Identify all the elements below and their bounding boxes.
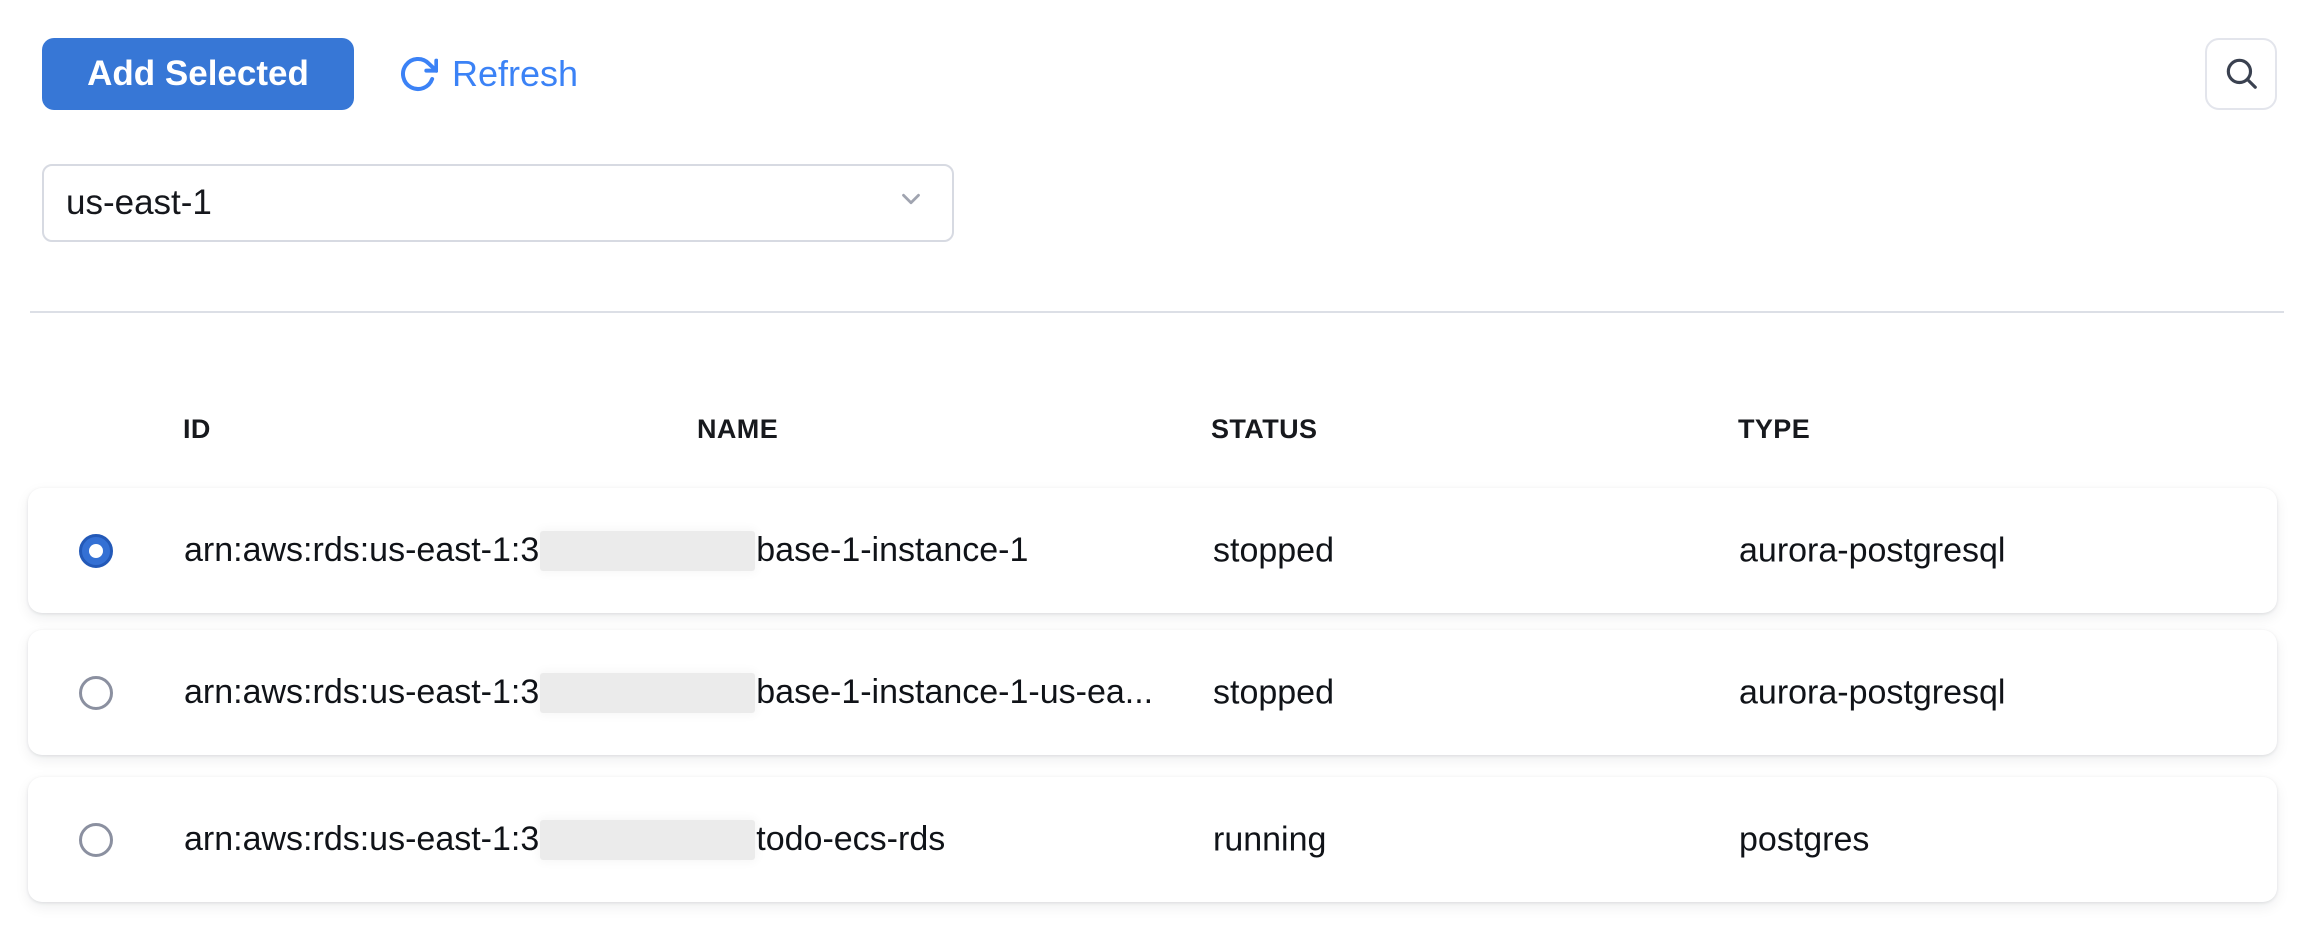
- radio-button[interactable]: [79, 822, 113, 857]
- divider: [30, 311, 2284, 313]
- row-id-suffix: base-1-instance-1: [756, 531, 1029, 569]
- column-header-name: NAME: [697, 414, 779, 444]
- radio-button[interactable]: [79, 675, 113, 710]
- redacted-text: [540, 672, 756, 713]
- table-row[interactable]: arn:aws:rds:us-east-1:3 base-1-instance-1…: [28, 488, 2277, 613]
- redacted-text: [540, 530, 756, 571]
- row-id: arn:aws:rds:us-east-1:3 base-1-instance-1: [184, 488, 1028, 613]
- column-header-id: ID: [183, 414, 211, 444]
- row-id-prefix: arn:aws:rds:us-east-1:3: [184, 820, 540, 858]
- column-header-status: STATUS: [1211, 414, 1318, 444]
- search-button[interactable]: [2205, 38, 2277, 110]
- row-type: aurora-postgresql: [1739, 673, 2006, 711]
- refresh-icon: [398, 54, 438, 94]
- table-row[interactable]: arn:aws:rds:us-east-1:3 todo-ecs-rds runn…: [28, 777, 2277, 902]
- region-select[interactable]: us-east-1: [42, 164, 954, 242]
- refresh-label: Refresh: [452, 53, 579, 94]
- row-id-suffix: base-1-instance-1-us-ea...: [756, 673, 1154, 711]
- row-id-prefix: arn:aws:rds:us-east-1:3: [184, 673, 540, 711]
- table-row[interactable]: arn:aws:rds:us-east-1:3 base-1-instance-1…: [28, 630, 2277, 755]
- region-select-value: us-east-1: [66, 183, 212, 222]
- row-type: postgres: [1739, 820, 1870, 858]
- row-id: arn:aws:rds:us-east-1:3 base-1-instance-1…: [184, 630, 1153, 755]
- refresh-button[interactable]: Refresh: [398, 38, 578, 110]
- redacted-text: [540, 819, 756, 860]
- row-id-suffix: todo-ecs-rds: [756, 820, 946, 858]
- row-status: stopped: [1213, 531, 1334, 569]
- radio-button[interactable]: [79, 533, 113, 568]
- column-header-type: TYPE: [1738, 414, 1811, 444]
- row-id: arn:aws:rds:us-east-1:3 todo-ecs-rds: [184, 777, 945, 902]
- row-status: running: [1213, 820, 1327, 858]
- chevron-down-icon: [896, 183, 926, 223]
- row-type: aurora-postgresql: [1739, 531, 2006, 569]
- add-selected-button[interactable]: Add Selected: [42, 38, 354, 110]
- row-id-prefix: arn:aws:rds:us-east-1:3: [184, 531, 540, 569]
- row-status: stopped: [1213, 673, 1334, 711]
- search-icon: [2222, 54, 2260, 95]
